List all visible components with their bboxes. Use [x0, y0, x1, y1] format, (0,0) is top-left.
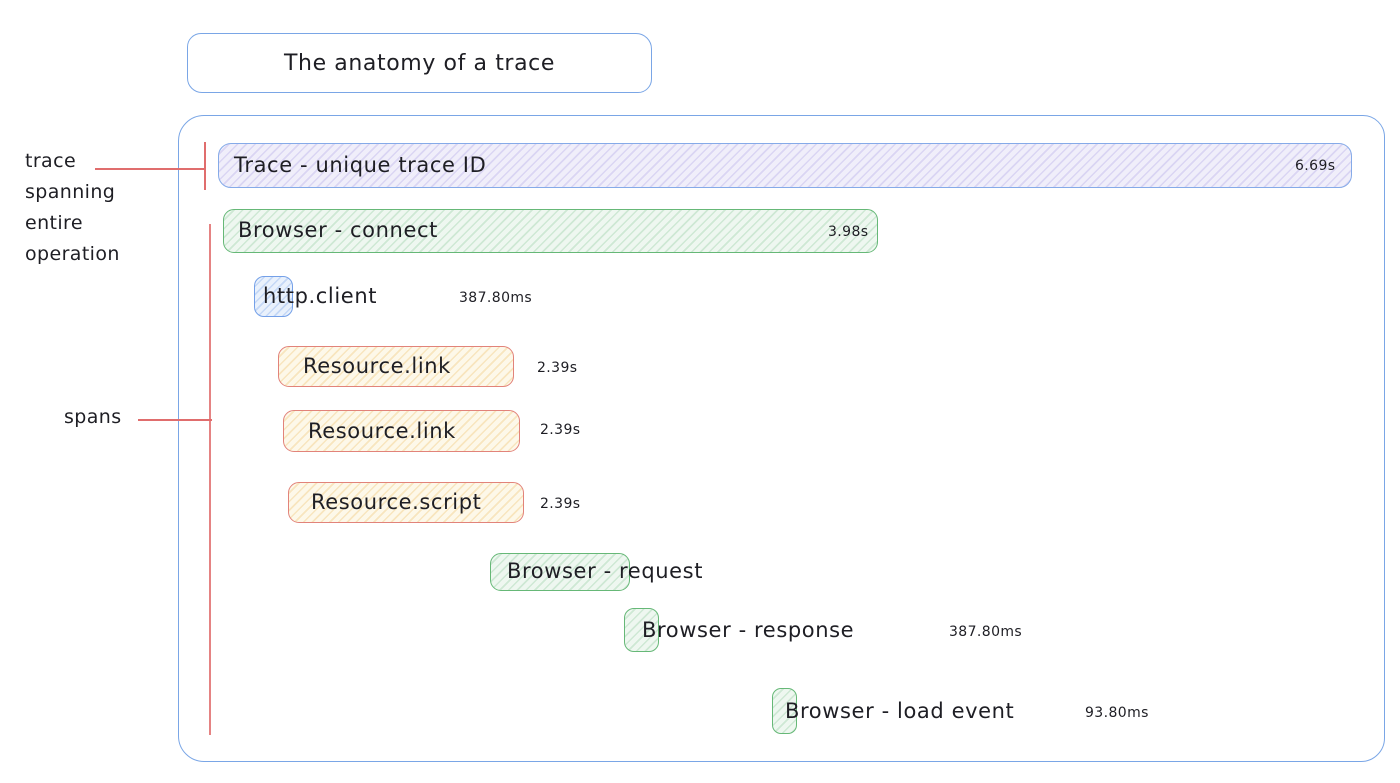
- span-label: http.client: [263, 284, 378, 308]
- span-bar-resource-link-1: [278, 346, 514, 387]
- span-duration: 6.69s: [1295, 158, 1336, 174]
- span-label: Resource.link: [308, 419, 456, 443]
- diagram-title-box: The anatomy of a trace: [187, 33, 652, 93]
- span-label: Trace - unique trace ID: [234, 153, 487, 177]
- span-bar-resource-link-2: [283, 410, 520, 452]
- diagram-title: The anatomy of a trace: [283, 50, 555, 76]
- span-duration: 93.80ms: [1085, 705, 1149, 721]
- span-bar-browser-connect: [223, 209, 878, 253]
- span-bar-browser-request: [490, 553, 630, 591]
- spans-bracket-line: [209, 224, 211, 735]
- span-label: Resource.script: [311, 490, 482, 514]
- span-duration: 2.39s: [540, 496, 581, 512]
- trace-pointer-tick: [204, 142, 206, 190]
- span-bar-browser-load-event: [772, 688, 797, 734]
- span-duration: 387.80ms: [459, 290, 533, 306]
- trace-annotation-label: trace spanning entire operation: [25, 150, 120, 265]
- span-label: Browser - connect: [238, 218, 438, 242]
- span-bar-browser-response: [624, 608, 659, 652]
- spans-annotation-label: spans: [64, 406, 122, 428]
- spans-pointer-line: [138, 419, 212, 421]
- span-duration: 2.39s: [537, 360, 578, 376]
- span-bar-trace: [218, 143, 1352, 188]
- span-bar-http-client: [254, 276, 293, 317]
- trace-frame-box: [178, 115, 1385, 762]
- span-duration: 3.98s: [828, 224, 869, 240]
- span-duration: 2.39s: [540, 422, 581, 438]
- span-label: Resource.link: [303, 354, 451, 378]
- span-duration: 387.80ms: [949, 624, 1023, 640]
- span-bar-resource-script: [288, 482, 524, 523]
- trace-pointer-line: [95, 168, 205, 170]
- span-label: Browser - load event: [785, 699, 1015, 723]
- span-label: Browser - response: [642, 618, 855, 642]
- span-label: Browser - request: [507, 559, 704, 583]
